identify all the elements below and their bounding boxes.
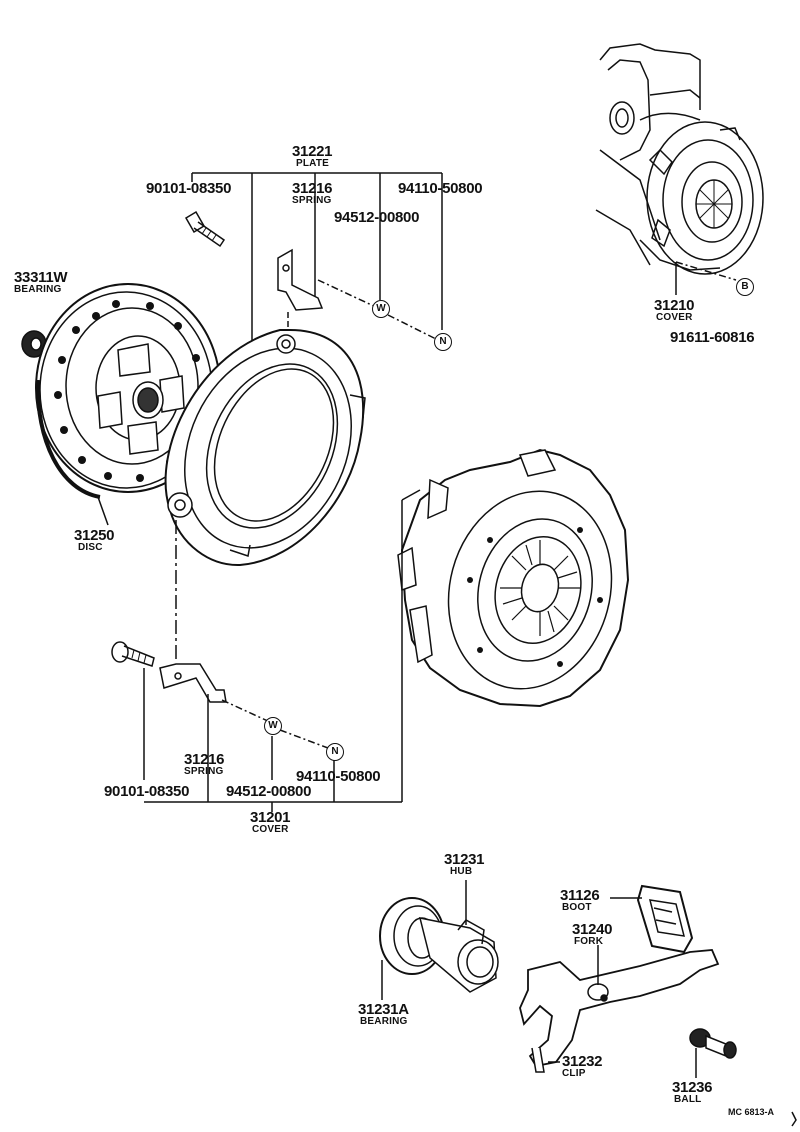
cover-group-bracket — [143, 489, 421, 812]
nut-top-part-number: 94110-50800 — [398, 180, 483, 197]
boot-part-name: BOOT — [562, 902, 592, 913]
nut-bottom-part-number: 94110-50800 — [296, 768, 381, 785]
inset-cover-part-number: 31210 — [654, 297, 695, 314]
release-bearing-part-name: BEARING — [360, 1016, 408, 1027]
leader-washer-bottom — [221, 699, 271, 723]
release-fork-illustration — [519, 949, 720, 1068]
fork-part-name: FORK — [574, 936, 604, 947]
washer-marker-top: W — [372, 300, 390, 318]
ball-stud-illustration — [689, 1028, 737, 1059]
leader-washer-top — [317, 279, 379, 309]
ball-part-number: 31236 — [672, 1079, 713, 1096]
pilot-bearing-part-name: BEARING — [14, 284, 62, 295]
boot-part-number: 31126 — [560, 887, 600, 904]
clip-illustration — [531, 1047, 545, 1073]
spring-clip-top-illustration — [277, 248, 324, 330]
spring-top-part-number: 31216 — [292, 180, 333, 197]
spring-bottom-part-number: 31216 — [184, 751, 225, 768]
inset-engine-cover-illustration — [595, 43, 764, 295]
inset-bolt-part-number: 91611-60816 — [670, 329, 755, 346]
fork-part-number: 31240 — [572, 921, 613, 938]
nut-marker-top: N — [434, 333, 452, 351]
washer-bottom-part-number: 94512-00800 — [226, 783, 312, 800]
cover-part-number: 31201 — [250, 809, 291, 826]
spring-clip-bottom-illustration — [159, 663, 227, 703]
release-bearing-illustration — [379, 897, 499, 993]
disc-part-number: 31250 — [74, 527, 115, 544]
pilot-bearing-part-number: 33311W — [14, 269, 68, 286]
leader-nut-top — [387, 314, 439, 341]
plate-part-name: PLATE — [296, 158, 330, 169]
plate-part-number: 31221 — [292, 143, 333, 160]
cover-part-name: COVER — [252, 824, 289, 835]
bolt-marker-inset: B — [736, 278, 754, 296]
corner-mark — [791, 1111, 797, 1127]
washer-top-part-number: 94512-00800 — [334, 209, 420, 226]
hub-part-name: HUB — [450, 866, 473, 877]
clip-part-number: 31232 — [562, 1053, 603, 1070]
spring-bottom-part-name: SPRING — [184, 766, 224, 777]
washer-marker-bottom: W — [264, 717, 282, 735]
bolt-bottom-part-number: 90101-08350 — [104, 783, 190, 800]
leader-nut-bottom — [279, 729, 329, 749]
ball-part-name: BALL — [674, 1094, 702, 1105]
inset-cover-part-name: COVER — [656, 312, 693, 323]
pressure-plate-illustration — [164, 329, 366, 567]
clip-part-name: CLIP — [562, 1068, 586, 1079]
clutch-cover-illustration — [397, 448, 630, 708]
hub-part-number: 31231 — [444, 851, 485, 868]
figure-reference-code: MC 6813-A — [728, 1107, 775, 1117]
plate-group-bracket — [191, 172, 443, 355]
boot-illustration — [636, 884, 694, 954]
bolt-top-illustration — [184, 210, 226, 248]
bolt-bottom-illustration — [111, 641, 155, 667]
bolt-top-part-number: 90101-08350 — [146, 180, 232, 197]
spring-top-part-name: SPRING — [292, 195, 332, 206]
nut-marker-bottom: N — [326, 743, 344, 761]
disc-part-name: DISC — [78, 542, 103, 553]
release-bearing-part-number: 31231A — [358, 1001, 409, 1018]
leader-disc — [97, 496, 109, 526]
